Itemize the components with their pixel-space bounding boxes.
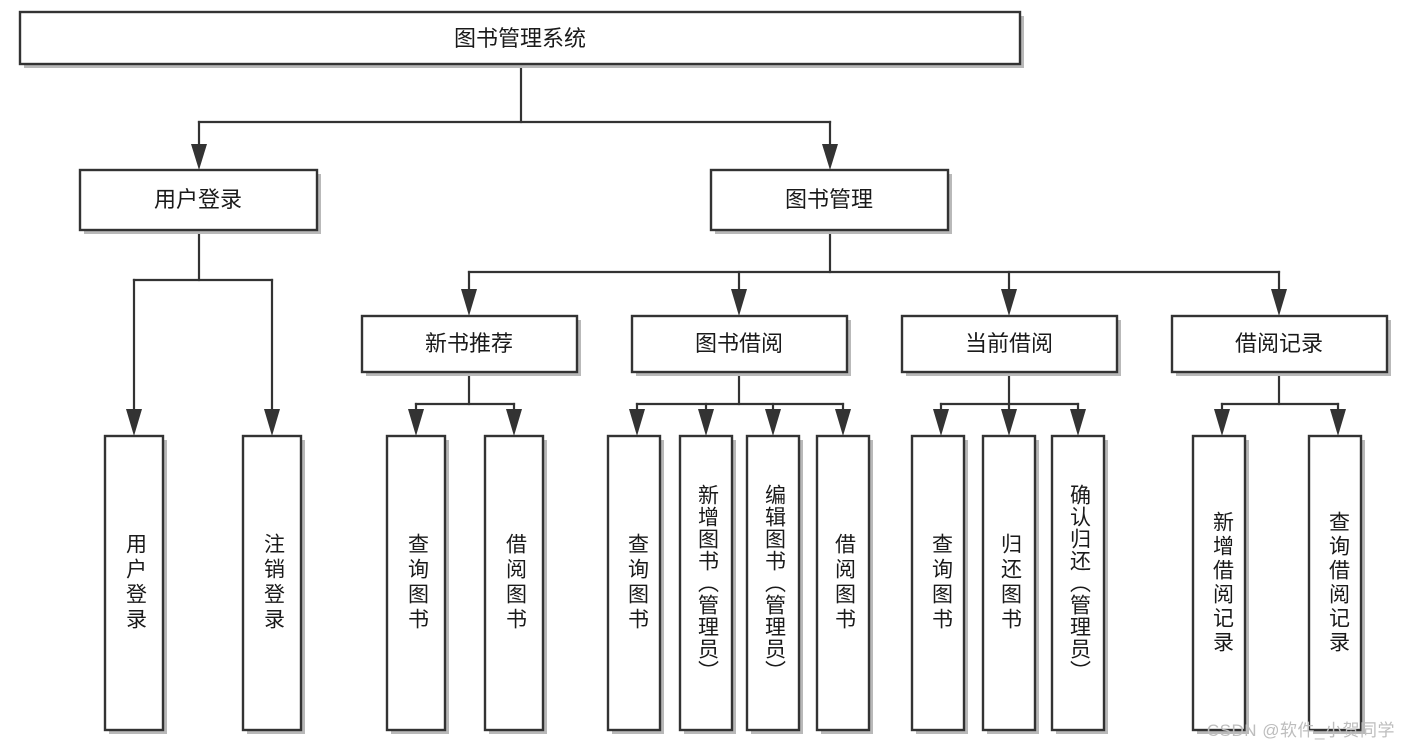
node-leaf-logout[interactable]: 注销登录 <box>241 434 305 734</box>
node-leaf-add-record-box[interactable] <box>1191 434 1247 732</box>
node-user-login[interactable]: 用户登录 <box>78 168 321 234</box>
node-leaf-query-book-2-label: 查询图书 <box>625 533 649 633</box>
node-book-borrow-box[interactable] <box>630 314 849 374</box>
node-leaf-confirm-return-box[interactable] <box>1050 434 1106 732</box>
arrow-head-leaf-borrow-book-1 <box>506 409 522 436</box>
arrow-head-new-book-rec <box>461 289 477 316</box>
node-user-login-label: 用户登录 <box>154 187 242 212</box>
node-borrow-record[interactable]: 借阅记录 <box>1170 314 1391 376</box>
node-leaf-borrow-book-1[interactable]: 借阅图书 <box>483 434 547 734</box>
node-leaf-logout-box[interactable] <box>241 434 303 732</box>
node-leaf-borrow-book-1-label: 借阅图书 <box>503 533 527 633</box>
arrow-head-leaf-logout <box>264 409 280 436</box>
arrow-head-leaf-return-book <box>1001 409 1017 436</box>
node-new-book-rec-label: 新书推荐 <box>425 331 513 356</box>
node-leaf-return-book[interactable]: 归还图书 <box>981 434 1039 734</box>
node-leaf-confirm-return[interactable]: 确认归还（管理员） <box>1050 434 1108 734</box>
arrow-head-user-login <box>191 144 207 170</box>
node-leaf-add-record[interactable]: 新增借阅记录 <box>1191 434 1249 734</box>
node-book-manage-label: 图书管理 <box>785 187 873 212</box>
node-new-book-rec-box[interactable] <box>360 314 579 374</box>
arrow-head-leaf-confirm-return <box>1070 409 1086 436</box>
node-root[interactable]: 图书管理系统 <box>18 10 1024 68</box>
node-leaf-user-login-label: 用户登录 <box>123 533 147 633</box>
arrow-head-leaf-query-book-1 <box>408 409 424 436</box>
arrow-head-leaf-user-login <box>126 409 142 436</box>
node-leaf-return-book-label: 归还图书 <box>998 533 1022 633</box>
node-leaf-add-book-box[interactable] <box>678 434 734 732</box>
node-leaf-query-record-label: 查询借阅记录 <box>1326 511 1350 655</box>
node-book-manage-box[interactable] <box>709 168 950 232</box>
arrow-head-book-borrow <box>731 289 747 316</box>
node-borrow-record-box[interactable] <box>1170 314 1389 374</box>
node-new-book-rec[interactable]: 新书推荐 <box>360 314 581 376</box>
node-leaf-confirm-return-label: 确认归还（管理员） <box>1067 484 1091 682</box>
arrow-head-leaf-edit-book <box>765 409 781 436</box>
arrow-head-leaf-add-record <box>1214 409 1230 436</box>
node-book-borrow-label: 图书借阅 <box>695 331 783 356</box>
csdn-watermark: CSDN @软件_小贺同学 <box>1206 721 1395 740</box>
node-leaf-borrow-book-2[interactable]: 借阅图书 <box>815 434 873 734</box>
node-leaf-edit-book-label: 编辑图书（管理员） <box>762 484 786 682</box>
node-leaf-user-login-box[interactable] <box>103 434 165 732</box>
node-current-borrow-label: 当前借阅 <box>965 331 1053 356</box>
arrow-head-leaf-add-book <box>698 409 714 436</box>
node-root-box[interactable] <box>18 10 1022 66</box>
node-leaf-borrow-book-2-label: 借阅图书 <box>832 533 856 633</box>
node-current-borrow[interactable]: 当前借阅 <box>900 314 1121 376</box>
node-user-login-box[interactable] <box>78 168 319 232</box>
node-leaf-user-login[interactable]: 用户登录 <box>103 434 167 734</box>
node-leaf-query-book-3[interactable]: 查询图书 <box>910 434 968 734</box>
node-leaf-add-record-label: 新增借阅记录 <box>1210 511 1234 655</box>
node-leaf-borrow-book-2-box[interactable] <box>815 434 871 732</box>
connector-layer <box>126 65 1346 436</box>
node-leaf-query-book-1[interactable]: 查询图书 <box>385 434 449 734</box>
node-leaf-query-book-3-label: 查询图书 <box>929 533 953 633</box>
node-current-borrow-box[interactable] <box>900 314 1119 374</box>
node-leaf-query-book-2[interactable]: 查询图书 <box>606 434 664 734</box>
node-leaf-add-book[interactable]: 新增图书（管理员） <box>678 434 736 734</box>
node-leaf-return-book-box[interactable] <box>981 434 1037 732</box>
arrow-head-leaf-query-book-2 <box>629 409 645 436</box>
node-borrow-record-label: 借阅记录 <box>1235 331 1323 356</box>
node-leaf-logout-label: 注销登录 <box>261 533 285 633</box>
node-leaf-edit-book-box[interactable] <box>745 434 801 732</box>
node-book-manage[interactable]: 图书管理 <box>709 168 952 234</box>
arrow-head-borrow-record <box>1271 289 1287 316</box>
arrow-head-leaf-query-record <box>1330 409 1346 436</box>
node-root-label: 图书管理系统 <box>454 26 586 51</box>
node-leaf-query-record[interactable]: 查询借阅记录 <box>1307 434 1365 734</box>
arrow-head-book-manage <box>822 144 838 170</box>
node-leaf-borrow-book-1-box[interactable] <box>483 434 545 732</box>
node-leaf-query-book-3-box[interactable] <box>910 434 966 732</box>
node-leaf-query-record-box[interactable] <box>1307 434 1363 732</box>
node-leaf-edit-book[interactable]: 编辑图书（管理员） <box>745 434 803 734</box>
node-leaf-query-book-1-label: 查询图书 <box>405 533 429 633</box>
arrow-head-leaf-query-book-3 <box>933 409 949 436</box>
arrow-head-leaf-borrow-book-2 <box>835 409 851 436</box>
node-book-borrow[interactable]: 图书借阅 <box>630 314 851 376</box>
node-leaf-query-book-1-box[interactable] <box>385 434 447 732</box>
node-leaf-add-book-label: 新增图书（管理员） <box>695 484 719 682</box>
node-leaf-query-book-2-box[interactable] <box>606 434 662 732</box>
arrow-head-current-borrow <box>1001 289 1017 316</box>
